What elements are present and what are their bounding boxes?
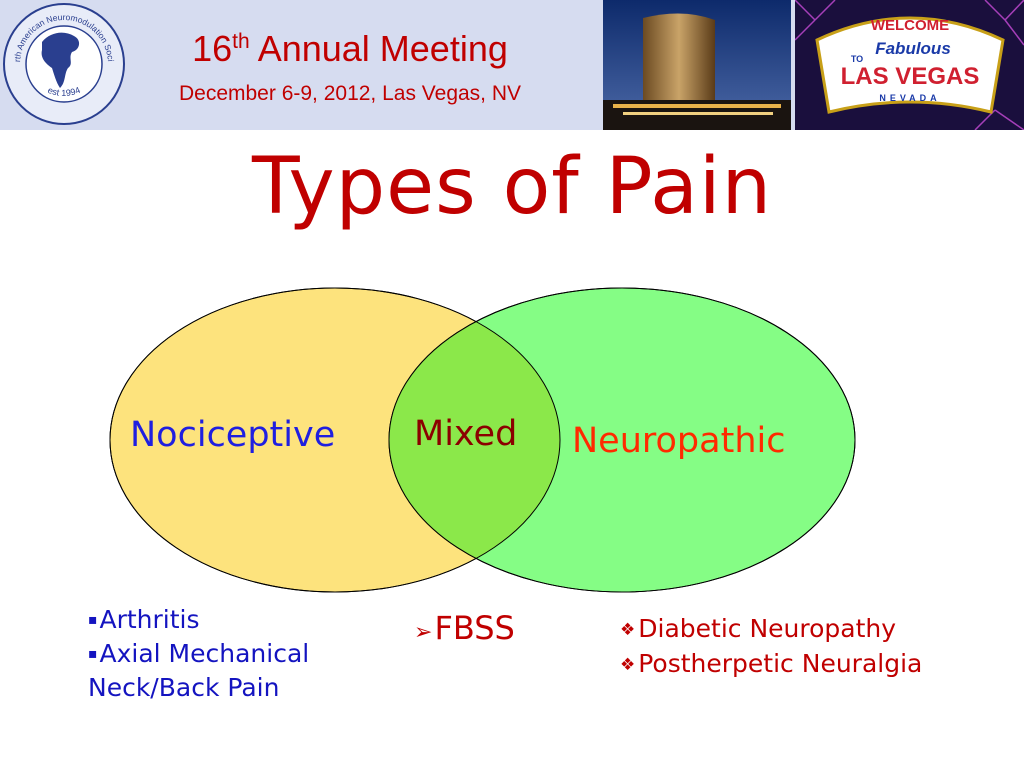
list-item: ➢FBSS [414, 611, 515, 650]
mixed-examples: ➢FBSS [414, 611, 515, 650]
list-item: ▪Arthritis [88, 603, 309, 637]
neuropathic-label: Neuropathic [572, 421, 785, 461]
diamond-bullet-icon: ❖ [620, 655, 635, 675]
neuropathic-examples: ❖Diabetic Neuropathy ❖Postherpetic Neura… [620, 612, 922, 682]
list-item: ❖Diabetic Neuropathy [620, 612, 922, 647]
square-bullet-icon: ▪ [88, 612, 98, 628]
nociceptive-label: Nociceptive [130, 415, 335, 455]
diamond-bullet-icon: ❖ [620, 620, 635, 640]
arrow-bullet-icon: ➢ [414, 620, 432, 645]
list-item: ▪Axial Mechanical [88, 637, 309, 671]
list-item: Neck/Back Pain [88, 671, 309, 705]
square-bullet-icon: ▪ [88, 646, 98, 662]
list-item: ❖Postherpetic Neuralgia [620, 647, 922, 682]
mixed-label: Mixed [414, 414, 517, 454]
nociceptive-examples: ▪Arthritis ▪Axial Mechanical Neck/Back P… [88, 603, 309, 705]
